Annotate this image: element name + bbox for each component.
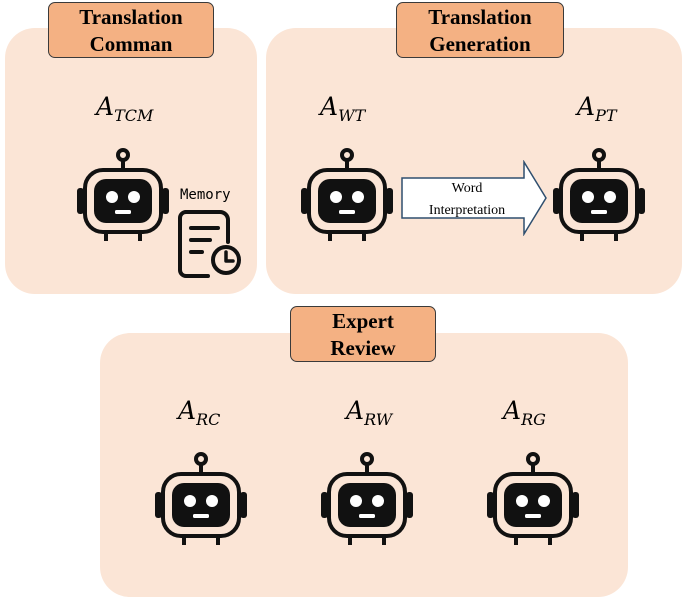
arrow-label: Word Interpretation	[402, 178, 532, 222]
agent-label-pt: APT	[577, 92, 617, 125]
agent-label-rc: ARC	[178, 396, 221, 429]
agent-label-tcm: ATCM	[96, 92, 154, 125]
memory-label: Memory	[180, 187, 231, 203]
header-line2: Review	[330, 336, 396, 360]
right-arrow	[401, 160, 547, 236]
header-line1: Expert	[332, 309, 394, 333]
header-line2: Generation	[429, 32, 531, 56]
arrow-label-line1: Word	[451, 181, 483, 196]
translation-command-panel	[5, 28, 257, 294]
agent-label-rg: ARG	[503, 396, 546, 429]
robot-icon	[320, 452, 414, 548]
translation-command-header: Translation Comman	[48, 2, 214, 58]
header-line2: Comman	[89, 32, 173, 56]
translation-generation-header: Translation Generation	[396, 2, 564, 58]
robot-icon	[552, 148, 646, 244]
header-line1: Translation	[79, 5, 183, 29]
robot-icon	[300, 148, 394, 244]
agent-label-wt: AWT	[320, 92, 366, 125]
robot-icon	[486, 452, 580, 548]
robot-icon	[154, 452, 248, 548]
agent-label-rw: ARW	[346, 396, 393, 429]
translation-generation-panel	[266, 28, 682, 294]
expert-review-header: Expert Review	[290, 306, 436, 362]
arrow-label-line2: Interpretation	[428, 203, 506, 218]
robot-icon	[76, 148, 170, 244]
header-line1: Translation	[428, 5, 532, 29]
document-clock-icon	[178, 210, 241, 278]
